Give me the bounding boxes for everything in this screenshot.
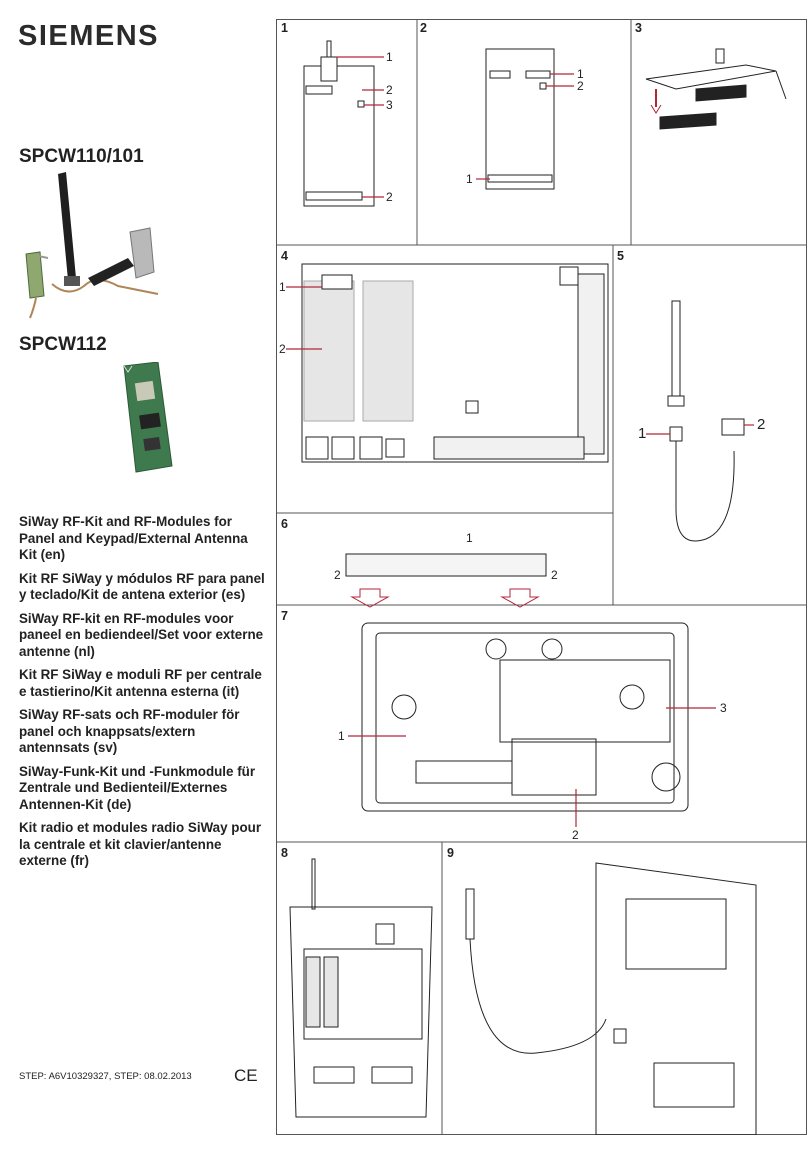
title-nl: SiWay RF-kit en RF-modules voor paneel e…: [19, 610, 264, 659]
fig9-drawing: [465, 862, 757, 1135]
fig4-callout-2: 2: [279, 342, 286, 356]
figure-number-3: 3: [635, 21, 642, 35]
title-sv: SiWay RF-sats och RF-moduler för panel o…: [19, 707, 240, 755]
fig1-callout-2: 2: [386, 83, 393, 97]
fig1-callout-1: 1: [386, 50, 393, 64]
fig7-callout-3: 3: [720, 701, 727, 715]
title-en: SiWay RF-Kit and RF-Modules for Panel an…: [19, 514, 248, 562]
fig6-callout-3: 2: [551, 568, 558, 582]
fig2-callout-3: 1: [466, 172, 473, 186]
figure-number-9: 9: [447, 846, 454, 860]
antenna-kit-photo: [25, 172, 159, 319]
fig4-callout-1: 1: [279, 280, 286, 294]
figure-grid-lines: [276, 19, 807, 1135]
figure-number-2: 2: [420, 21, 427, 35]
figure-number-7: 7: [281, 609, 288, 623]
document-footer: STEP: A6V10329327, STEP: 08.02.2013: [19, 1071, 192, 1082]
fig5-drawing: [667, 300, 745, 542]
rf-module-photo: [123, 362, 173, 473]
ce-mark: CE: [234, 1066, 258, 1085]
title-it: Kit RF SiWay e moduli RF per centrale e …: [19, 667, 262, 699]
title-fr: Kit radio et modules radio SiWay pour la…: [19, 820, 262, 868]
fig6-callout-2: 2: [334, 568, 341, 582]
model-kit-title: SPCW110/101: [19, 146, 144, 167]
fig7-callout-2: 2: [572, 828, 579, 842]
fig6-drawing: [345, 553, 547, 608]
fig4-drawing: [301, 263, 609, 463]
fig2-drawing: [485, 48, 555, 190]
fig3-drawing: [645, 48, 787, 130]
fig2-callout-2: 2: [577, 79, 584, 93]
figure-number-1: 1: [281, 21, 288, 35]
fig8-drawing: [289, 858, 433, 1118]
fig2-callout-1: 1: [577, 67, 584, 81]
fig1-callout-3: 3: [386, 98, 393, 112]
figure-number-6: 6: [281, 517, 288, 531]
title-es: Kit RF SiWay y módulos RF para panel y t…: [19, 570, 265, 603]
fig1-callout-4: 2: [386, 190, 393, 204]
figure-number-4: 4: [281, 249, 288, 263]
fig5-callout-1: 1: [638, 425, 647, 442]
title-list: SiWay RF-Kit and RF-Modules for Panel an…: [19, 514, 269, 877]
fig1-drawing: [303, 40, 375, 207]
fig7-drawing: [361, 622, 689, 812]
brand-logo: SIEMENS: [18, 20, 160, 52]
fig7-callout-1: 1: [338, 729, 345, 743]
figure-number-8: 8: [281, 846, 288, 860]
fig6-callout-1: 1: [466, 531, 473, 545]
figure-grid: 1 2 3 4 5 6 7 8 9 1 2 3 2 1 2 1 1 2 1 2 …: [276, 19, 807, 1135]
figure-number-5: 5: [617, 249, 624, 263]
fig5-callout-2: 2: [757, 416, 766, 433]
title-de: SiWay-Funk-Kit und -Funkmodule für Zentr…: [19, 763, 256, 812]
model-module-title: SPCW112: [19, 334, 107, 355]
